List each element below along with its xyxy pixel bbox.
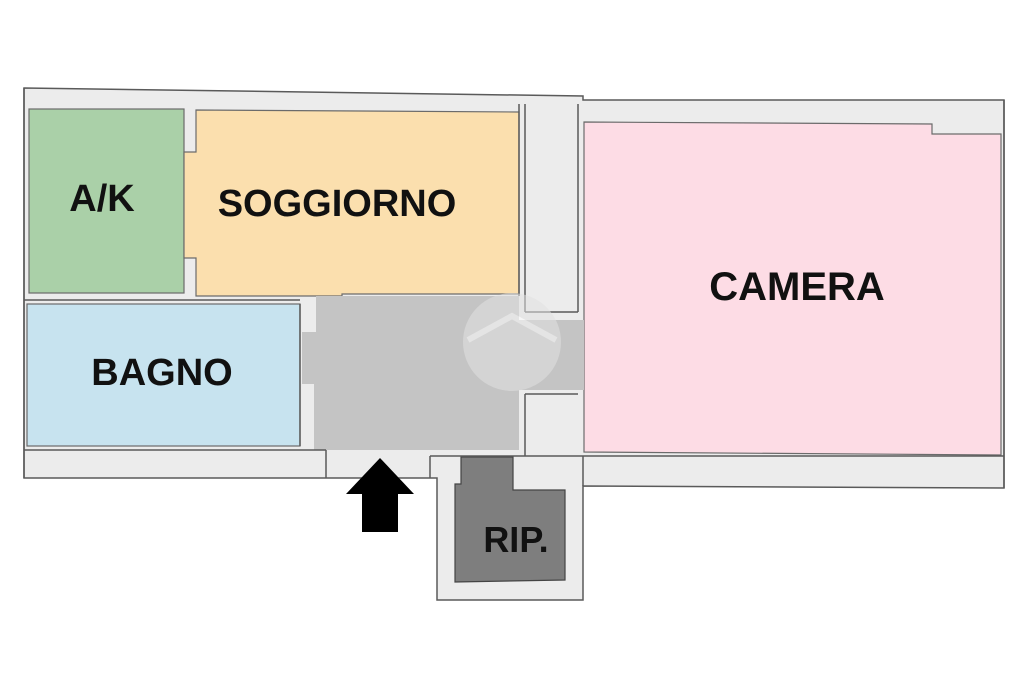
room-label-kitchen: A/K xyxy=(69,178,135,220)
entrance-arrow xyxy=(346,458,414,532)
room-label-storage: RIP. xyxy=(483,519,548,560)
room-label-bathroom: BAGNO xyxy=(91,352,232,394)
room-bathroom xyxy=(26,303,301,447)
room-storage xyxy=(454,456,566,583)
room-bedroom xyxy=(583,121,1002,456)
house-logo-icon xyxy=(463,293,561,391)
interior-walls xyxy=(23,88,1005,488)
room-label-bedroom: CAMERA xyxy=(709,265,885,309)
room-label-living: SOGGIORNO xyxy=(218,183,457,225)
room-kitchen xyxy=(28,108,185,294)
arrow-up-icon xyxy=(346,458,414,532)
